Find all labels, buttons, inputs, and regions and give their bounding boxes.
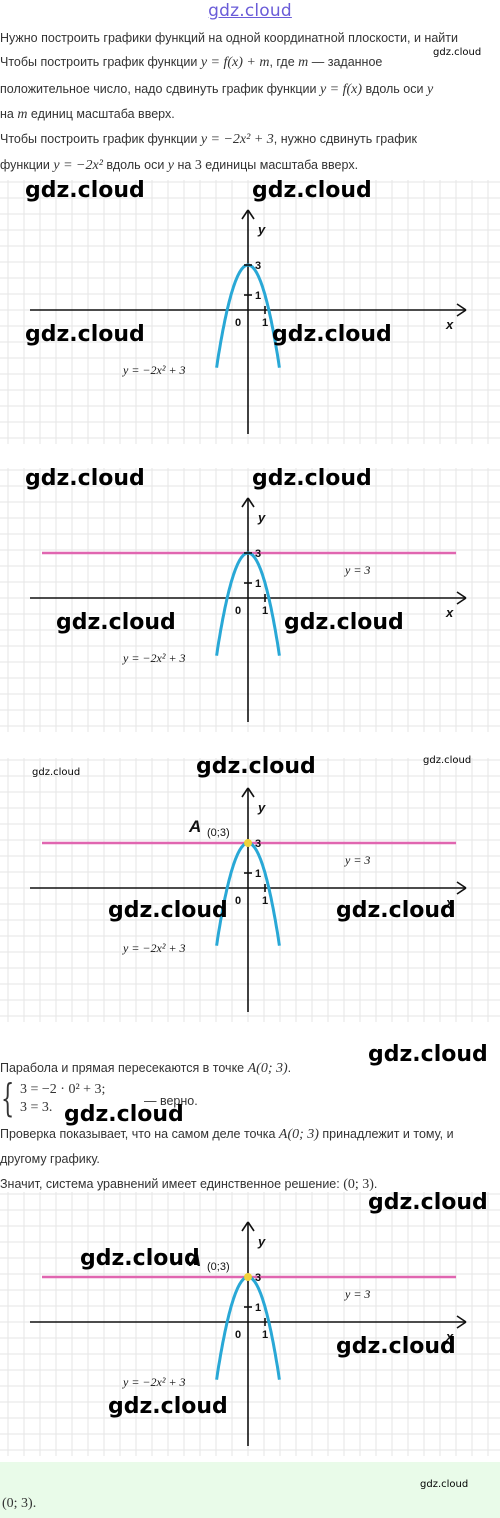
vertex-value-label: 3	[255, 838, 261, 850]
x-axis-arrow	[456, 881, 467, 895]
x-axis-arrow	[456, 303, 467, 317]
point-name: A	[188, 1251, 201, 1270]
watermark: gdz.cloud	[368, 1042, 488, 1067]
watermark: gdz.cloud	[433, 47, 482, 58]
y-axis-label: y	[257, 800, 266, 815]
point-coords: (0;3)	[207, 1261, 230, 1273]
x-axis-arrow	[456, 591, 467, 605]
intersection-point	[244, 839, 252, 847]
system-row-2: 3 = 3.	[20, 1100, 53, 1115]
intro-line-5: Чтобы построить график функции y = −2x² …	[0, 132, 417, 147]
line-label: y = 3	[344, 853, 370, 867]
watermark: gdz.cloud	[108, 1394, 228, 1419]
origin-label: 0	[235, 317, 241, 329]
answer-box	[0, 1462, 500, 1518]
watermark: gdz.cloud	[336, 898, 456, 923]
watermark: gdz.cloud	[80, 1246, 200, 1271]
x-tick-label: 1	[262, 605, 268, 617]
y-tick-label: 1	[255, 290, 261, 302]
watermark: gdz.cloud	[25, 466, 145, 491]
y-axis-arrow	[241, 787, 255, 798]
watermark: gdz.cloud	[284, 610, 404, 635]
graph-parabola-and-line: x y y = 3 0 1 1 3 y = −2x² + 3	[0, 468, 500, 732]
result-line: Значит, система уравнений имеет единстве…	[0, 1177, 378, 1192]
origin-label: 0	[235, 605, 241, 617]
y-axis-label: y	[257, 222, 266, 237]
point-name: A	[188, 817, 201, 836]
system-verdict: — верно.	[144, 1094, 198, 1108]
y-tick-label: 1	[255, 868, 261, 880]
y-axis-label: y	[257, 510, 266, 525]
x-tick-label: 1	[262, 895, 268, 907]
watermark: gdz.cloud	[64, 1102, 184, 1127]
y-tick-label: 1	[255, 578, 261, 590]
origin-label: 0	[235, 1329, 241, 1341]
equation-system: { 3 = −2 · 0² + 3; 3 = 3. — верно.	[0, 1076, 220, 1121]
intro-line-4: на m единиц масштаба вверх.	[0, 107, 175, 122]
graph-intersection-final: x y y = 3 0 1 1 3 y = −2x² + 3 A (0;3)	[0, 1192, 500, 1456]
watermark: gdz.cloud	[25, 178, 145, 203]
watermark: gdz.cloud	[423, 755, 472, 766]
watermark: gdz.cloud	[32, 767, 81, 778]
x-axis-label: x	[445, 605, 454, 620]
parabola-label: y = −2x² + 3	[122, 363, 186, 377]
watermark: gdz.cloud	[56, 610, 176, 635]
intro-line-6: функции y = −2x² вдоль оси y на 3 единиц…	[0, 158, 359, 173]
watermark: gdz.cloud	[420, 1479, 469, 1490]
watermark: gdz.cloud	[196, 754, 316, 779]
watermark: gdz.cloud	[108, 898, 228, 923]
answer-text: (0; 3).	[2, 1496, 37, 1511]
watermark: gdz.cloud	[336, 1334, 456, 1359]
intersection-statement: Парабола и прямая пересекаются в точке A…	[0, 1061, 292, 1076]
watermark: gdz.cloud	[25, 322, 145, 347]
parabola-label: y = −2x² + 3	[122, 651, 186, 665]
vertex-value-label: 3	[255, 548, 261, 560]
y-axis-arrow	[241, 497, 255, 508]
system-brace: {	[1, 1076, 15, 1120]
point-coords: (0;3)	[207, 827, 230, 839]
watermark: gdz.cloud	[252, 466, 372, 491]
watermark: gdz.cloud	[368, 1190, 488, 1215]
site-logo[interactable]: gdz.cloud	[208, 1, 292, 21]
watermark: gdz.cloud	[252, 178, 372, 203]
y-tick-label: 1	[255, 1302, 261, 1314]
intro-line-2: Чтобы построить график функции y = f(x) …	[0, 55, 383, 70]
line-label: y = 3	[344, 1287, 370, 1301]
watermark: gdz.cloud	[272, 322, 392, 347]
vertex-value-label: 3	[255, 260, 261, 272]
origin-label: 0	[235, 895, 241, 907]
y-axis-label: y	[257, 1234, 266, 1249]
y-axis-arrow	[241, 1221, 255, 1232]
vertex-value-label: 3	[255, 1272, 261, 1284]
intro-line-3: положительное число, надо сдвинуть графи…	[0, 82, 434, 97]
system-row-1: 3 = −2 · 0² + 3;	[20, 1082, 106, 1097]
intersection-point	[244, 1273, 252, 1281]
check-line-1: Проверка показывает, что на самом деле т…	[0, 1127, 454, 1142]
check-line-2: другому графику.	[0, 1152, 100, 1166]
x-axis-arrow	[456, 1315, 467, 1329]
parabola-label: y = −2x² + 3	[122, 1375, 186, 1389]
x-tick-label: 1	[262, 317, 268, 329]
y-axis-arrow	[241, 209, 255, 220]
x-tick-label: 1	[262, 1329, 268, 1341]
line-label: y = 3	[344, 563, 370, 577]
intro-line-1: Нужно построить графики функций на одной…	[0, 31, 458, 45]
graph-parabola: x y 0 1 1 3 y = −2x² + 3	[0, 180, 500, 444]
x-axis-label: x	[445, 895, 454, 910]
x-axis-label: x	[445, 317, 454, 332]
parabola-label: y = −2x² + 3	[122, 941, 186, 955]
graph-intersection: x y y = 3 0 1 1 3 y = −2x² + 3 A (0;3)	[0, 758, 500, 1022]
x-axis-label: x	[445, 1329, 454, 1344]
